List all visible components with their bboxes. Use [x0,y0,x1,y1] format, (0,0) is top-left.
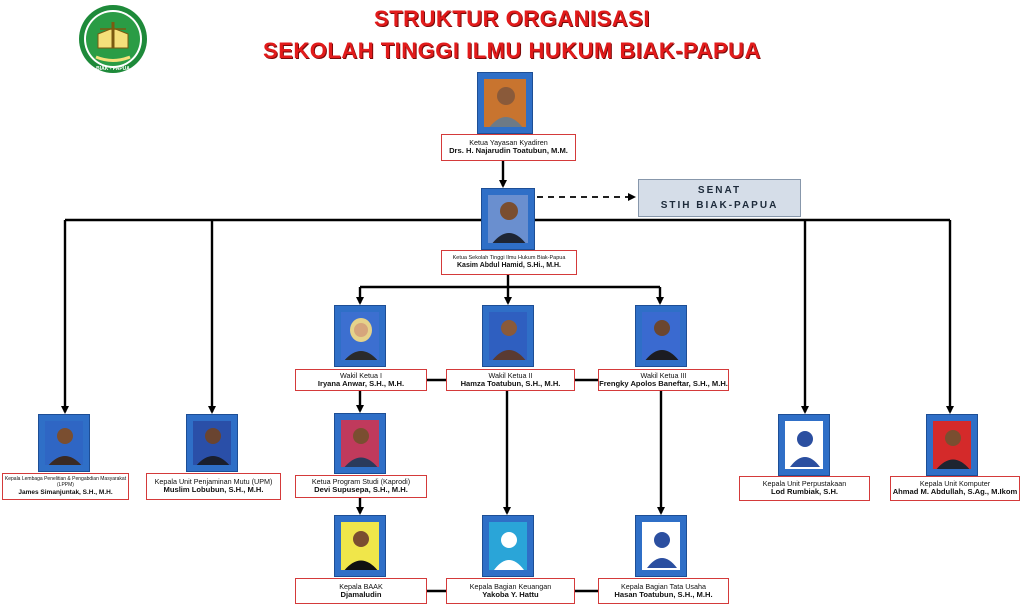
photo-wakil1 [334,305,386,367]
position-upm: Kepala Unit Penjaminan Mutu (UPM) [154,477,273,486]
box-wakil1: Wakil Ketua I Iryana Anwar, S.H., M.H. [295,369,427,391]
name-baak: Djamaludin [340,589,382,599]
name-upm: Muslim Lobubun, S.H., M.H. [163,485,264,495]
person-photo-icon [645,320,679,360]
position-wakil1: Wakil Ketua I [339,370,383,380]
person-placeholder-icon [647,532,677,568]
box-lppm: Kepala Lembaga Penelitian & Pengabdian M… [2,473,129,500]
title-line-2: SEKOLAH TINGGI ILMU HUKUM BIAK-PAPUA [263,38,761,63]
box-yayasan: Ketua Yayasan Kyadiren Drs. H. Najarudin… [441,134,576,161]
box-baak: Kepala BAAK Djamaludin [295,578,427,604]
person-photo-icon [492,202,526,243]
senat-line-2: STIH BIAK-PAPUA [660,200,779,211]
position-lppm: Kepala Lembaga Penelitian & Pengabdian M… [4,476,127,488]
box-ketua: Ketua Sekolah Tinggi Ilmu Hukum Biak-Pap… [441,250,577,275]
photo-perpus [778,414,830,476]
name-komputer: Ahmad M. Abdullah, S.Ag., M.Ikom [892,487,1018,497]
box-keuangan: Kepala Bagian Keuangan Yakoba Y. Hattu [446,578,575,604]
box-upm: Kepala Unit Penjaminan Mutu (UPM) Muslim… [146,473,281,500]
person-photo-icon [489,87,523,127]
person-photo-icon [936,430,970,469]
photo-baak [334,515,386,577]
senat-line-1: SENAT [697,185,742,196]
photo-ketua [481,188,535,250]
photo-keuangan [482,515,534,577]
person-photo-icon [492,320,526,360]
name-yayasan: Drs. H. Najarudin Toatubun, M.M. [449,146,568,156]
name-lppm: James Simanjuntak, S.H., M.H. [18,488,113,496]
position-baak: Kepala BAAK [339,581,383,591]
person-photo-icon [344,318,378,360]
photo-yayasan [477,72,533,134]
photo-upm [186,414,238,472]
name-wakil3: Frengky Apolos Baneftar, S.H., M.H. [599,378,728,388]
name-tatausaha: Hasan Toatubun, S.H., M.H. [614,589,713,599]
position-yayasan: Ketua Yayasan Kyadiren [469,138,548,147]
name-ketua: Kasim Abdul Hamid, S.Hi., M.H. [457,261,561,269]
position-keuangan: Kepala Bagian Keuangan [469,581,552,591]
person-placeholder-icon [489,522,527,570]
box-perpus: Kepala Unit Perpustakaan Lod Rumbiak, S.… [739,476,870,501]
person-photo-icon [344,531,378,570]
person-photo-icon [344,428,378,467]
position-wakil2: Wakil Ketua II [488,370,533,380]
box-wakil2: Wakil Ketua II Hamza Toatubun, S.H., M.H… [446,369,575,391]
photo-tatausaha [635,515,687,577]
senat-box: SENAT STIH BIAK-PAPUA [638,179,801,217]
institution-seal-icon: BIAK - PAPUA [79,5,147,73]
name-perpus: Lod Rumbiak, S.H. [770,487,839,497]
person-placeholder-icon [790,431,820,467]
photo-lppm [38,414,90,472]
box-komputer: Kepala Unit Komputer Ahmad M. Abdullah, … [890,476,1020,501]
person-photo-icon [48,428,82,465]
logo-text: BIAK - PAPUA [96,66,130,72]
name-wakil2: Hamza Toatubun, S.H., M.H. [460,378,561,388]
position-wakil3: Wakil Ketua III [640,370,687,380]
position-tatausaha: Kepala Bagian Tata Usaha [621,581,706,591]
name-kaprodi: Devi Supusepa, S.H., M.H. [314,485,408,495]
position-ketua: Ketua Sekolah Tinggi Ilmu Hukum Biak-Pap… [452,255,566,262]
photo-wakil2 [482,305,534,367]
box-wakil3: Wakil Ketua III Frengky Apolos Baneftar,… [598,369,729,391]
name-keuangan: Yakoba Y. Hattu [482,589,539,599]
position-komputer: Kepala Unit Komputer [919,479,991,488]
position-kaprodi: Ketua Program Studi (Kaprodi) [311,477,411,486]
box-kaprodi: Ketua Program Studi (Kaprodi) Devi Supus… [295,475,427,498]
position-perpus: Kepala Unit Perpustakaan [762,479,847,488]
name-wakil1: Iryana Anwar, S.H., M.H. [317,378,405,388]
photo-komputer [926,414,978,476]
box-tatausaha: Kepala Bagian Tata Usaha Hasan Toatubun,… [598,578,729,604]
title-line-1: STRUKTUR ORGANISASI [374,6,650,31]
photo-wakil3 [635,305,687,367]
person-photo-icon [196,428,230,465]
photo-kaprodi [334,413,386,474]
